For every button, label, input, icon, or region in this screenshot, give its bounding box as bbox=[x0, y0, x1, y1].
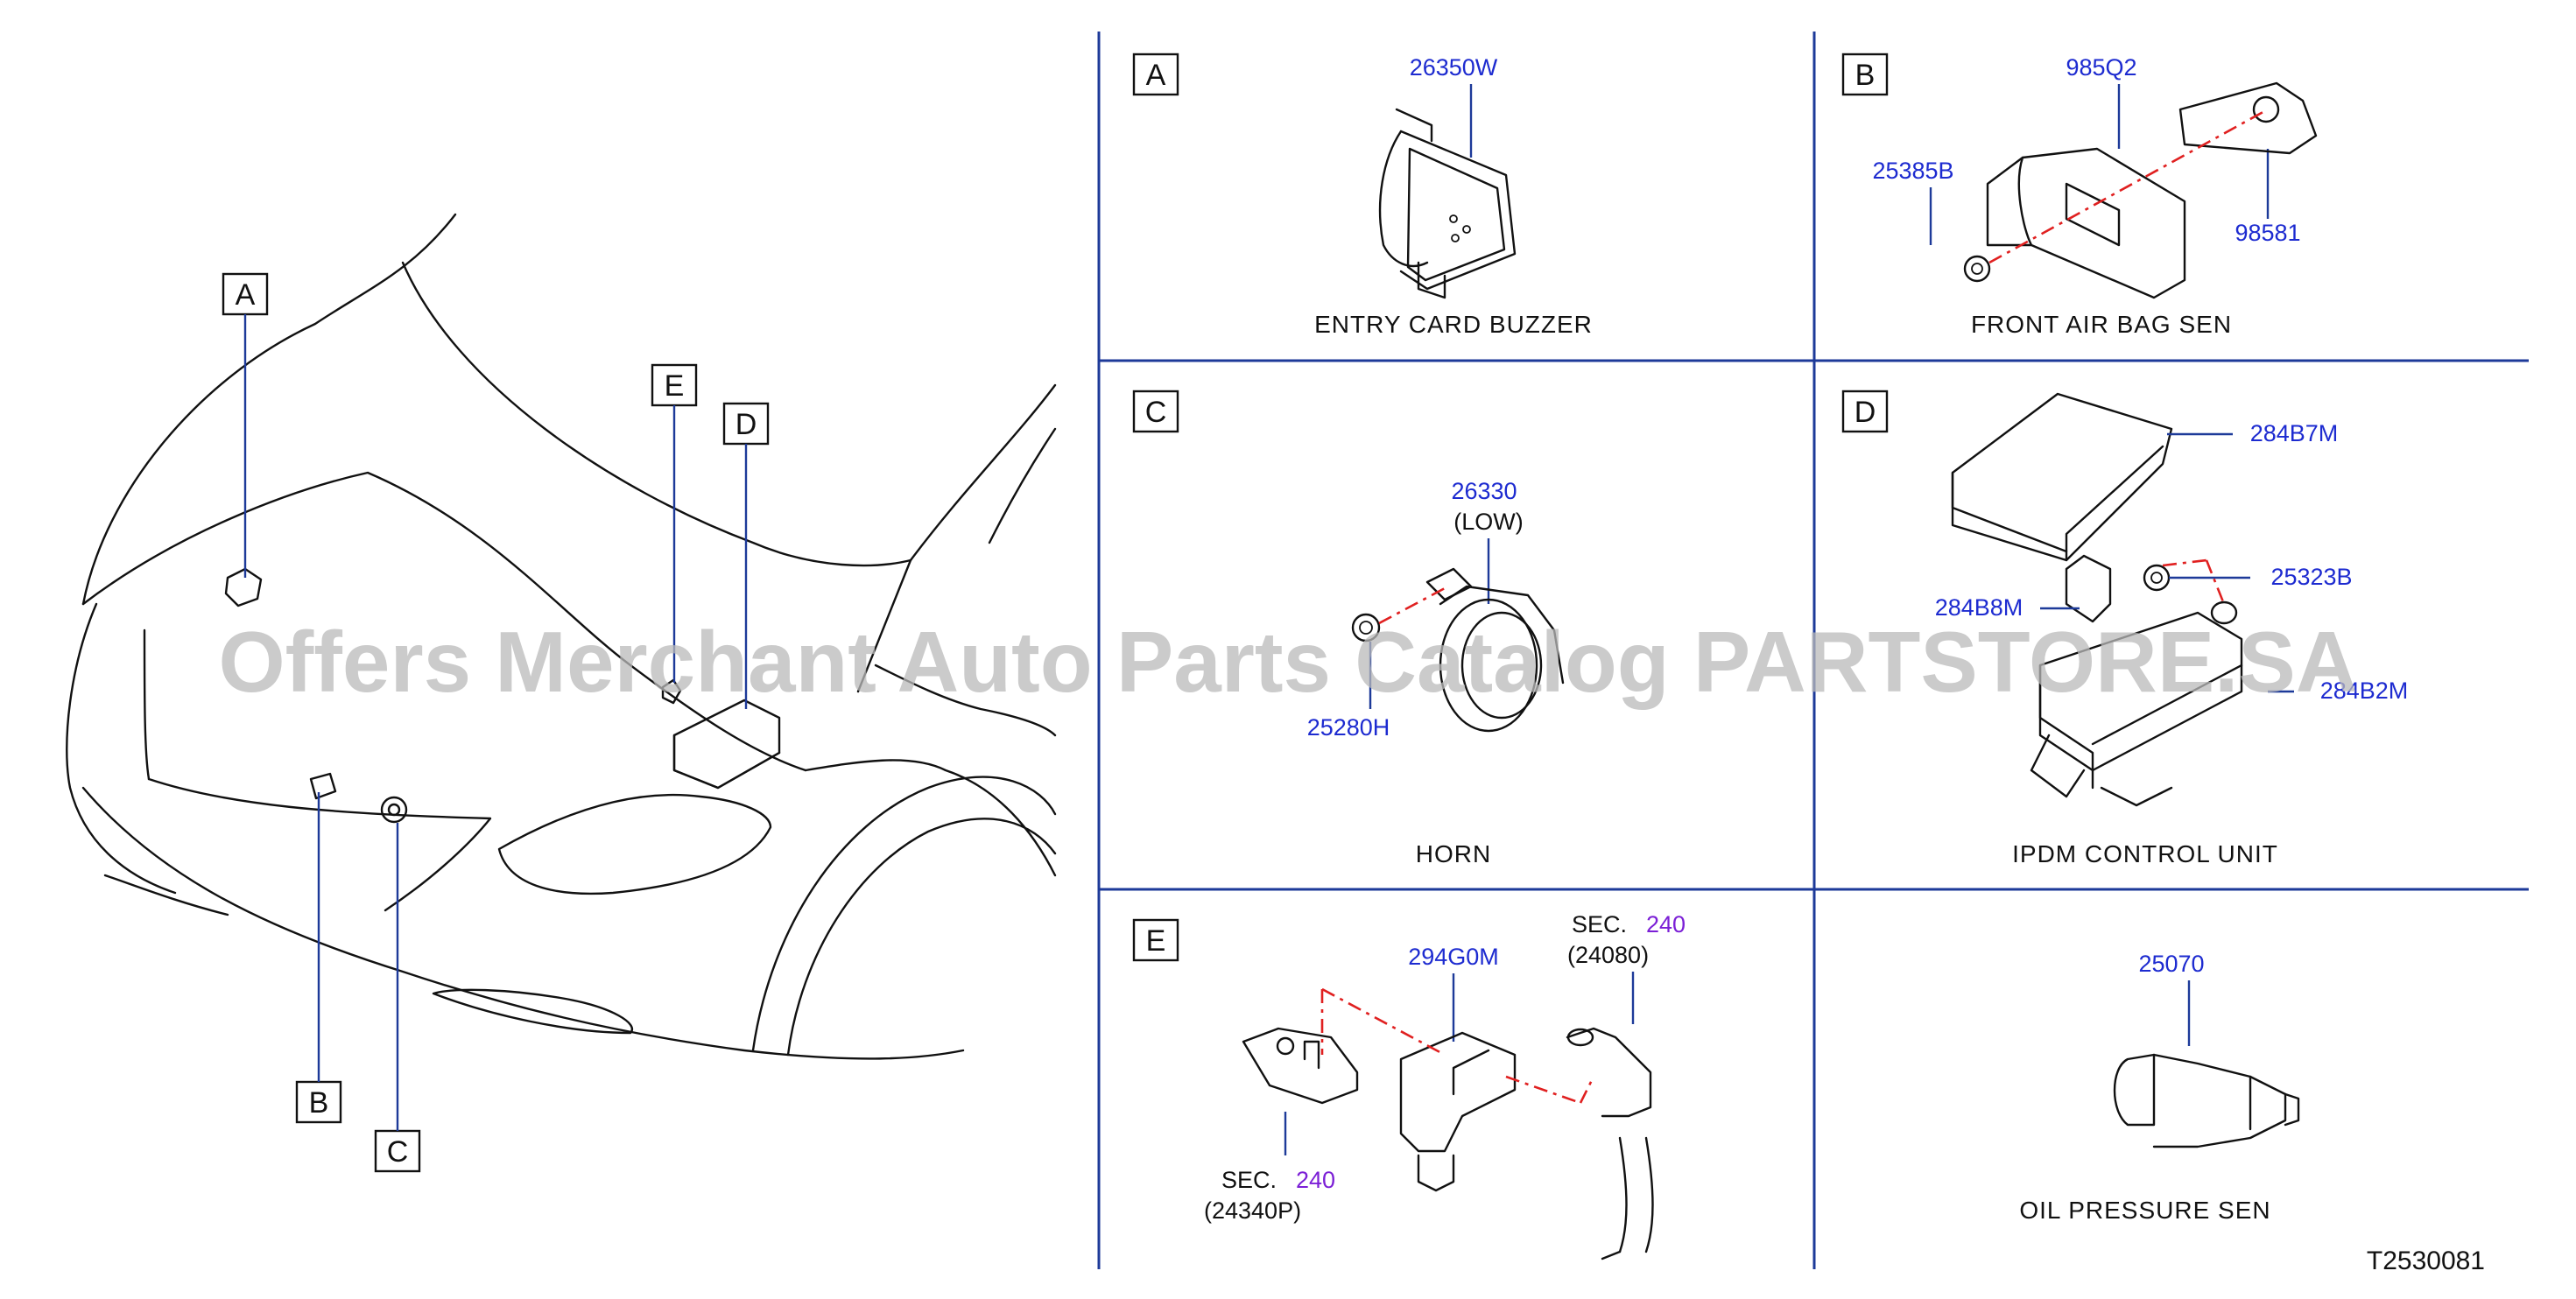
panel-e-sec-bottom-num: 240 bbox=[1296, 1167, 1335, 1193]
panel-b-caption: FRONT AIR BAG SEN bbox=[1971, 311, 2232, 338]
panel-e-battery-sensor: E 294G0M SEC. 240 (24340P) SEC. 240 (240… bbox=[1132, 911, 1686, 1260]
overview-callout-b: B bbox=[295, 792, 342, 1124]
overview-callout-c: C bbox=[374, 823, 421, 1173]
panel-a-caption: ENTRY CARD BUZZER bbox=[1314, 311, 1593, 338]
panel-grid bbox=[1097, 32, 2529, 1269]
panel-e-sec-top-ref: (24080) bbox=[1567, 942, 1649, 968]
svg-text:284B7M: 284B7M bbox=[2250, 420, 2339, 446]
svg-text:25280H: 25280H bbox=[1307, 714, 1390, 741]
svg-text:A: A bbox=[1146, 59, 1166, 92]
svg-text:C: C bbox=[1145, 396, 1167, 429]
svg-text:D: D bbox=[735, 408, 757, 441]
diagram-id: T2530081 bbox=[2367, 1246, 2485, 1275]
panel-c-horn: C 26330 (LOW) 25280H HORN bbox=[1132, 390, 1565, 867]
panel-d-caption: IPDM CONTROL UNIT bbox=[2012, 840, 2278, 867]
svg-text:98581: 98581 bbox=[2235, 220, 2300, 246]
svg-text:B: B bbox=[309, 1086, 329, 1120]
svg-text:C: C bbox=[387, 1135, 409, 1169]
svg-text:B: B bbox=[1855, 59, 1876, 92]
panel-f-caption: OIL PRESSURE SEN bbox=[2019, 1197, 2270, 1224]
overview-callout-e: E bbox=[651, 363, 698, 683]
svg-text:A: A bbox=[236, 278, 256, 312]
svg-text:E: E bbox=[665, 369, 685, 403]
svg-text:25385B: 25385B bbox=[1872, 158, 1953, 184]
svg-text:26350W: 26350W bbox=[1410, 54, 1498, 81]
panel-c-caption: HORN bbox=[1416, 840, 1491, 867]
panel-a-entry-card-buzzer: A 26350W ENTRY CARD BUZZER bbox=[1132, 53, 1593, 338]
panel-f-oil-pressure-sen: 25070 OIL PRESSURE SEN bbox=[2019, 951, 2300, 1224]
svg-text:294G0M: 294G0M bbox=[1408, 944, 1499, 970]
overview-callout-a: A bbox=[222, 272, 269, 578]
svg-text:25070: 25070 bbox=[2138, 951, 2204, 977]
svg-text:E: E bbox=[1146, 924, 1166, 958]
svg-text:284B2M: 284B2M bbox=[2320, 678, 2409, 704]
watermark: Offers Merchant Auto Parts Catalog PARTS… bbox=[218, 614, 2357, 710]
car-front-illustration bbox=[66, 213, 1057, 1060]
panel-e-sec-bottom-label: SEC. bbox=[1221, 1167, 1277, 1193]
svg-text:25323B: 25323B bbox=[2270, 564, 2352, 590]
panel-b-front-air-bag-sen: B 985Q2 25385B 98581 FRONT AIR BAG SEN bbox=[1841, 53, 2318, 338]
svg-text:985Q2: 985Q2 bbox=[2066, 54, 2136, 81]
overview-callout-d: D bbox=[722, 402, 770, 709]
svg-text:26330: 26330 bbox=[1451, 478, 1517, 504]
svg-text:D: D bbox=[1855, 396, 1876, 429]
panel-e-sec-bottom-ref: (24340P) bbox=[1204, 1197, 1301, 1224]
panel-e-sec-top-num: 240 bbox=[1646, 911, 1686, 937]
svg-text:284B8M: 284B8M bbox=[1935, 594, 2023, 621]
panel-c-note: (LOW) bbox=[1453, 509, 1523, 535]
panel-d-ipdm-control-unit: D 284B7M 284B8M 25323B 284B2M IPDM CONTR… bbox=[1841, 390, 2409, 867]
panel-e-sec-top-label: SEC. bbox=[1572, 911, 1627, 937]
